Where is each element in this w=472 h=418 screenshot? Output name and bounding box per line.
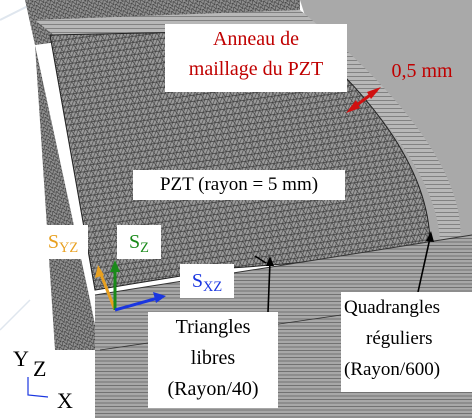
triangles-tick xyxy=(254,255,267,264)
triangles-label-line2: libres xyxy=(190,347,236,369)
triangles-pointer xyxy=(266,256,274,313)
triangles-label: Triangles libres (Rayon/40) xyxy=(148,312,278,408)
frame-line xyxy=(0,299,31,331)
axis-z-label: Z xyxy=(33,356,47,381)
quads-label-line3: (Rayon/600) xyxy=(344,359,441,380)
sxz-arrow xyxy=(114,292,166,312)
triangles-label-line1: Triangles xyxy=(175,316,251,338)
triangles-label-line3: (Rayon/40) xyxy=(167,378,259,400)
pzt-label: PZT (rayon = 5 mm) xyxy=(133,170,345,200)
sz-sub: Z xyxy=(140,240,149,257)
ring-label: Anneau de maillage du PZT xyxy=(165,24,347,92)
quads-label-line1: Quadrangles xyxy=(344,297,441,318)
ring-label-line1: Anneau de xyxy=(212,28,300,50)
axis-y-label: Y xyxy=(13,346,29,371)
outer-mesh xyxy=(35,45,100,350)
axis-x-label: X xyxy=(57,388,73,413)
thickness-arrow xyxy=(346,87,381,113)
quads-label-line2: réguliers xyxy=(366,328,433,349)
syz-label: SYZ xyxy=(38,225,88,259)
syz-sub: YZ xyxy=(58,240,79,257)
sxz-label: SXZ xyxy=(180,264,234,298)
sxz-base: S xyxy=(191,270,203,292)
quad-ring-mesh xyxy=(35,10,461,245)
substrate-edge xyxy=(94,234,472,296)
ring-label-line2: maillage du PZT xyxy=(188,58,324,80)
quads-pointer xyxy=(417,231,434,293)
sxz-sub: XZ xyxy=(202,279,223,296)
syz-base: S xyxy=(47,231,59,253)
sz-arrow xyxy=(110,260,120,310)
quads-label: Quadrangles réguliers (Rayon/600) xyxy=(341,292,472,392)
thickness-label: 0,5 mm xyxy=(391,60,453,82)
syz-arrow xyxy=(95,265,117,311)
sz-base: S xyxy=(129,231,141,253)
sz-label: SZ xyxy=(117,225,161,259)
axis-triad xyxy=(27,377,49,398)
